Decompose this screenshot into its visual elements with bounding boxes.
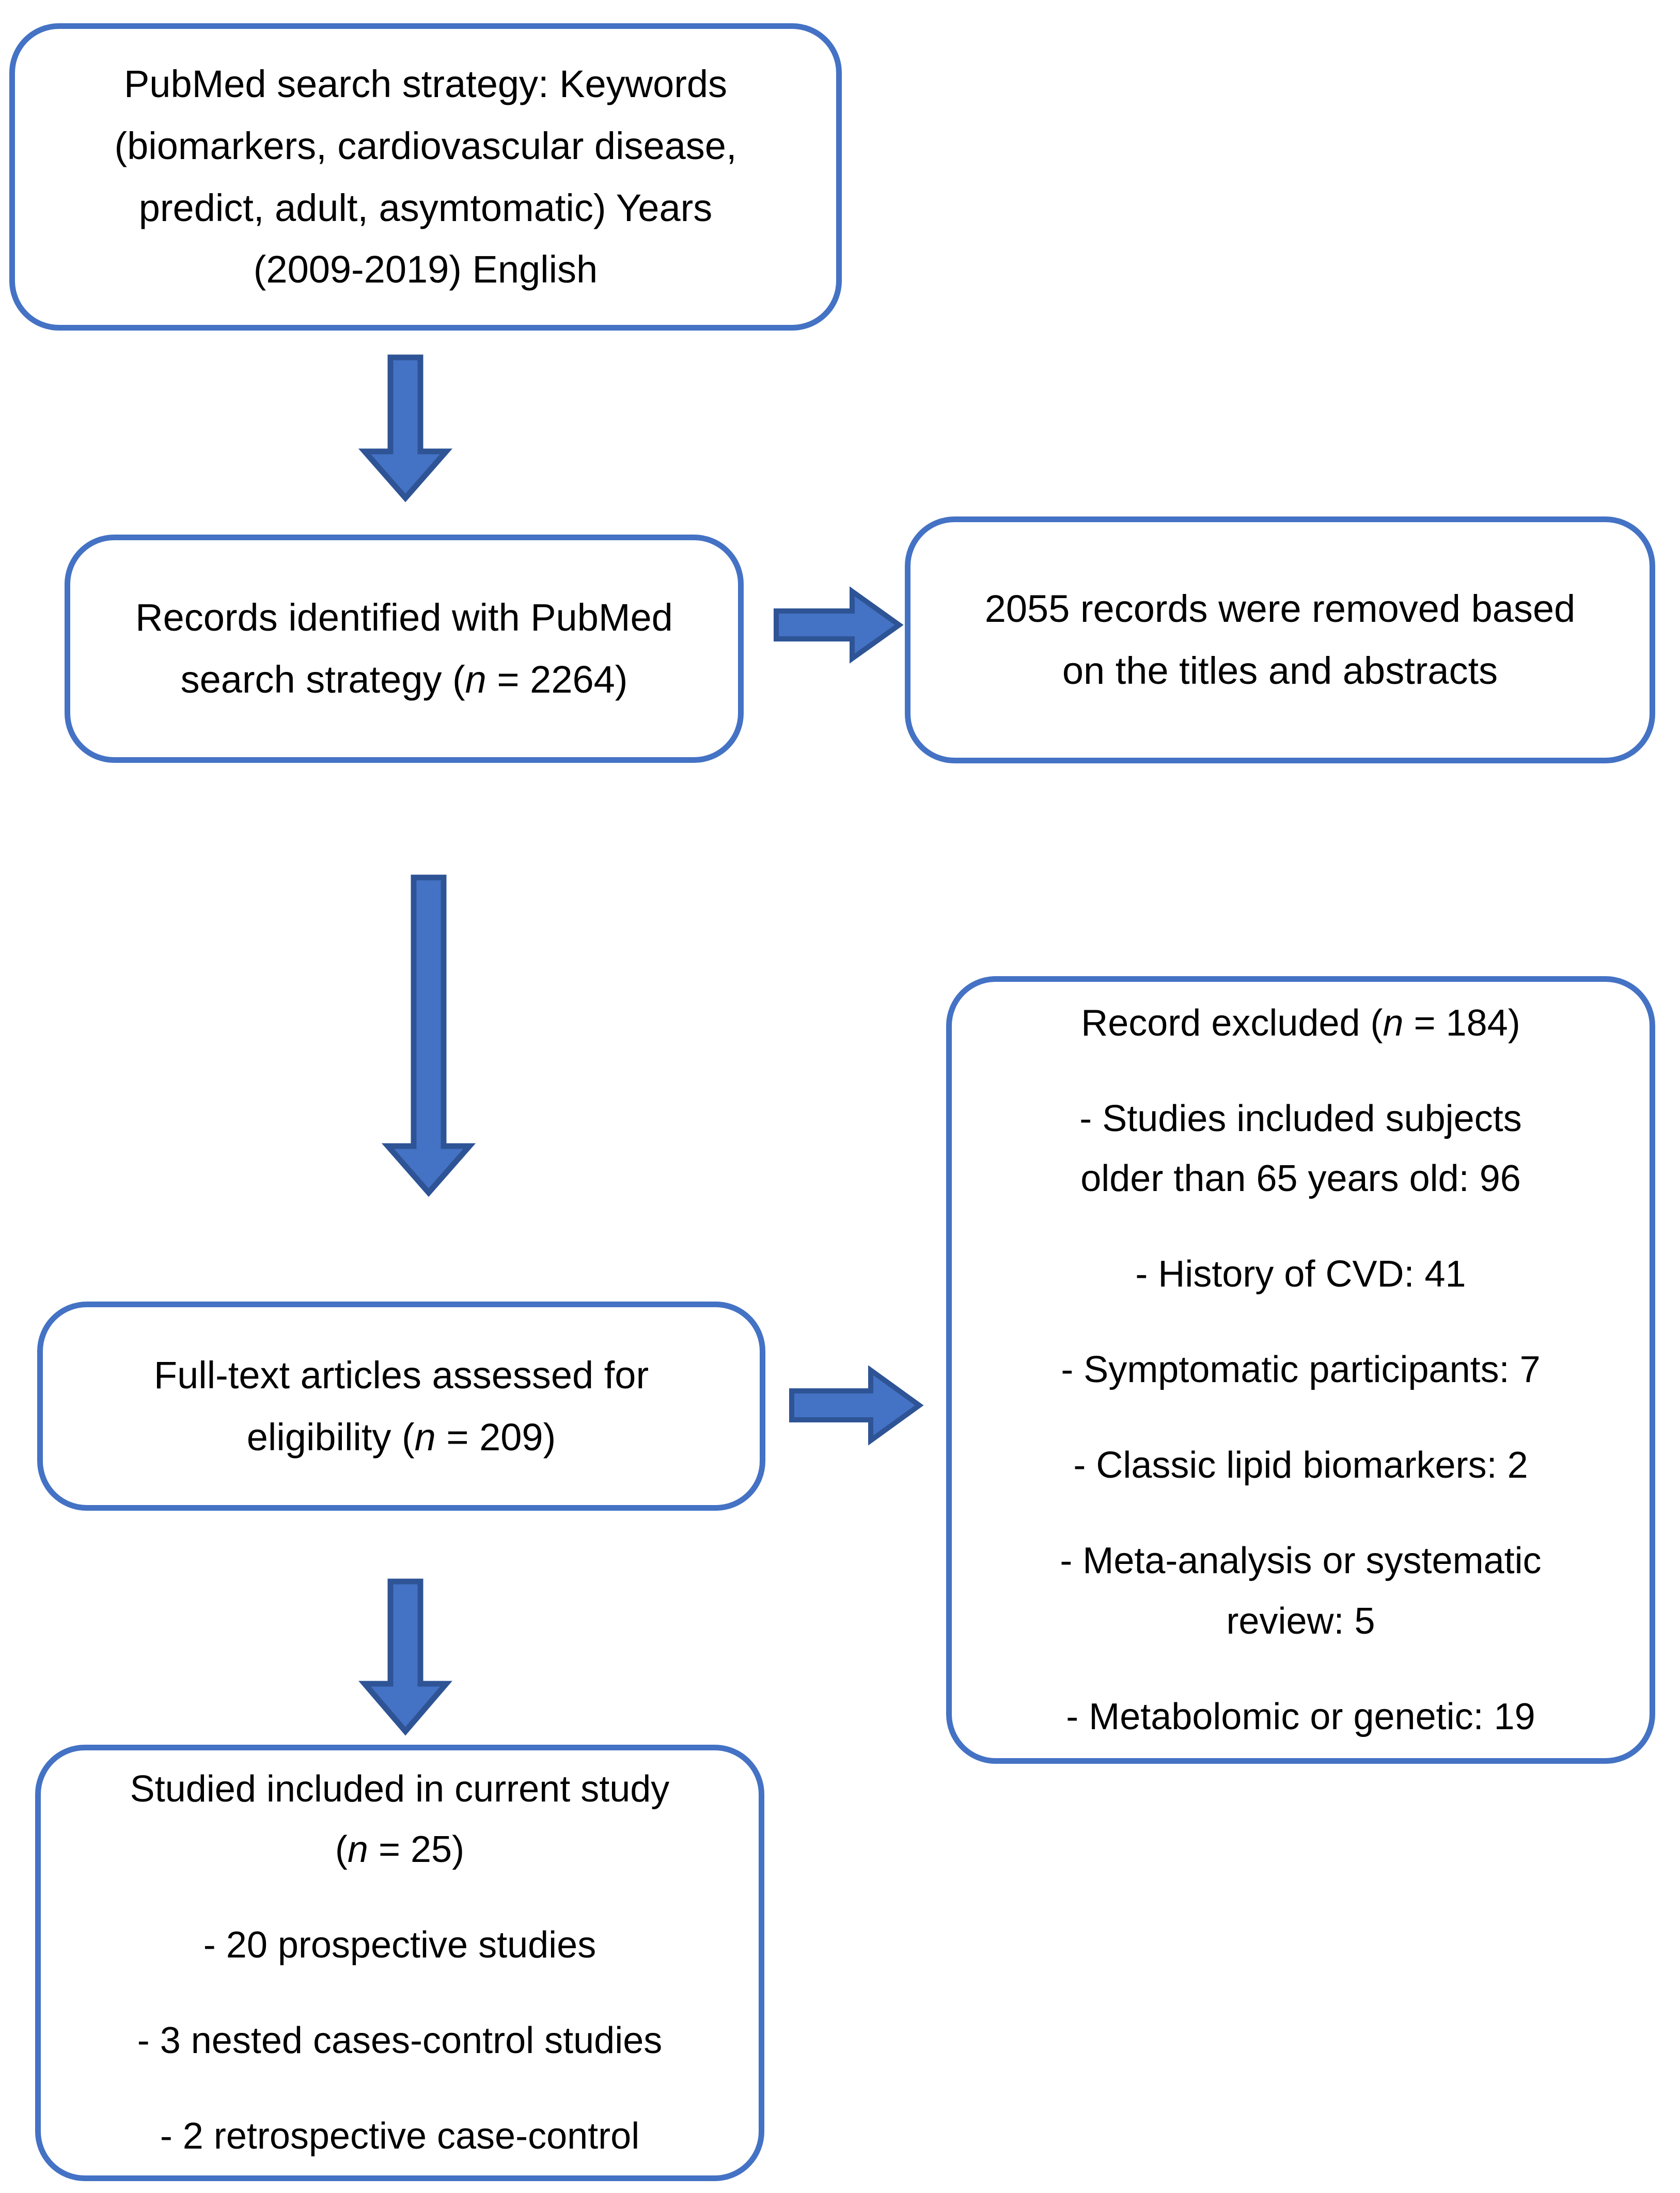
arrow-fulltext-to-excluded-icon: [789, 1365, 924, 1446]
n-symbol: n: [414, 1415, 436, 1459]
search-strategy-line-1: PubMed search strategy: Keywords: [123, 62, 728, 105]
arrow-fulltext-to-included-icon: [358, 1578, 452, 1736]
excluded-item-5-line-1: - Meta-analysis or systematic: [1060, 1540, 1542, 1582]
n-symbol: n: [347, 1828, 368, 1870]
excluded-item-5-line-2: review: 5: [1226, 1600, 1375, 1642]
records-excluded-heading: Record excluded (n = 184): [1081, 1002, 1520, 1044]
records-identified-line-2: search strategy (n = 2264): [180, 658, 628, 701]
arrow-search-to-records-icon: [358, 354, 453, 503]
records-excluded-box: Record excluded (n = 184) - Studies incl…: [946, 976, 1655, 1764]
search-strategy-line-4: (2009-2019) English: [253, 248, 598, 291]
excluded-item-6: - Metabolomic or genetic: 19: [1066, 1696, 1535, 1737]
arrow-records-to-removed-icon: [774, 586, 904, 664]
fulltext-assessed-line-1: Full-text articles assessed for: [153, 1353, 649, 1397]
records-removed-line-2: on the titles and abstracts: [1062, 649, 1498, 692]
search-strategy-line-2: (biomarkers, cardiovascular disease,: [114, 124, 737, 167]
records-identified-box: Records identified with PubMed search st…: [65, 535, 744, 763]
studies-included-box: Studied included in current study (n = 2…: [35, 1745, 764, 2181]
included-item-2: - 3 nested cases-control studies: [137, 2020, 663, 2061]
records-removed-box: 2055 records were removed based on the t…: [905, 516, 1655, 763]
search-strategy-line-3: predict, adult, asymtomatic) Years: [138, 186, 713, 229]
search-strategy-box: PubMed search strategy: Keywords (biomar…: [9, 23, 842, 331]
excluded-item-4: - Classic lipid biomarkers: 2: [1073, 1445, 1528, 1486]
n-symbol: n: [1383, 1002, 1404, 1044]
included-item-1: - 20 prospective studies: [203, 1924, 596, 1966]
studies-included-heading-line-1: Studied included in current study: [130, 1768, 670, 1810]
arrow-records-to-fulltext-icon: [381, 874, 476, 1197]
excluded-item-2: - History of CVD: 41: [1135, 1254, 1466, 1295]
excluded-item-3: - Symptomatic participants: 7: [1061, 1349, 1541, 1391]
studies-included-heading-line-2: (n = 25): [335, 1828, 465, 1870]
excluded-item-1-line-1: - Studies included subjects: [1079, 1098, 1522, 1139]
records-identified-line-1: Records identified with PubMed: [135, 596, 673, 639]
records-removed-line-1: 2055 records were removed based: [984, 587, 1576, 631]
fulltext-assessed-box: Full-text articles assessed for eligibil…: [37, 1302, 765, 1511]
included-item-3: - 2 retrospective case-control: [160, 2116, 640, 2157]
excluded-item-1-line-2: older than 65 years old: 96: [1080, 1158, 1521, 1200]
fulltext-assessed-line-2: eligibility (n = 209): [246, 1415, 556, 1459]
n-symbol: n: [465, 658, 486, 701]
